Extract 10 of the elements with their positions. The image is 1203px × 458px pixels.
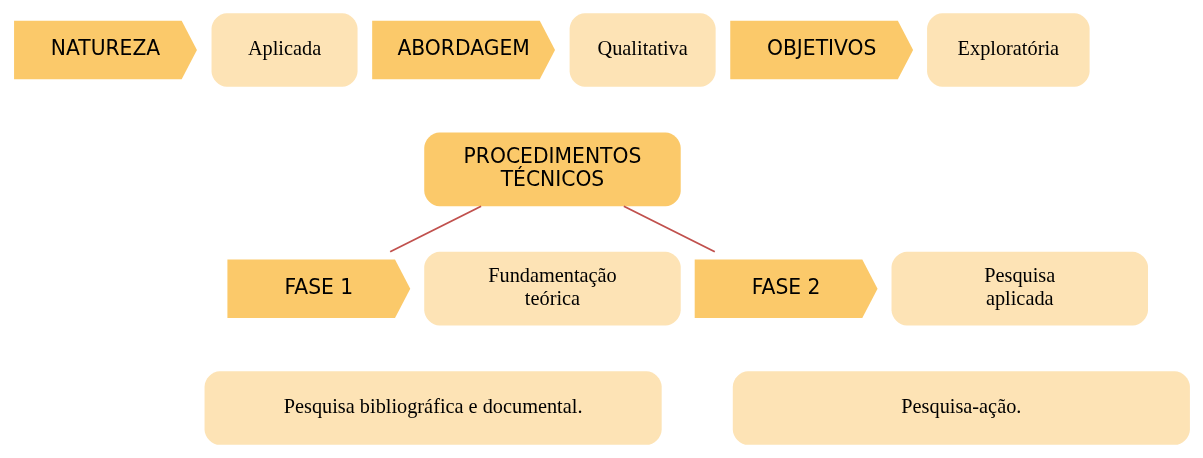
connector — [622, 205, 716, 253]
node-box: Qualitativa — [569, 13, 716, 87]
node-box: Pesquisa-ação. — [732, 371, 1190, 445]
node-box: PROCEDIMENTOS TÉCNICOS — [423, 132, 681, 207]
connector — [388, 205, 482, 253]
node-box: Exploratória — [926, 13, 1090, 87]
node-box: Aplicada — [211, 13, 358, 87]
node-box: Pesquisa bibliográfica e documental. — [204, 371, 662, 445]
node-box: Fundamentação teórica — [423, 251, 681, 326]
node-box: Pesquisa aplicada — [891, 251, 1148, 326]
